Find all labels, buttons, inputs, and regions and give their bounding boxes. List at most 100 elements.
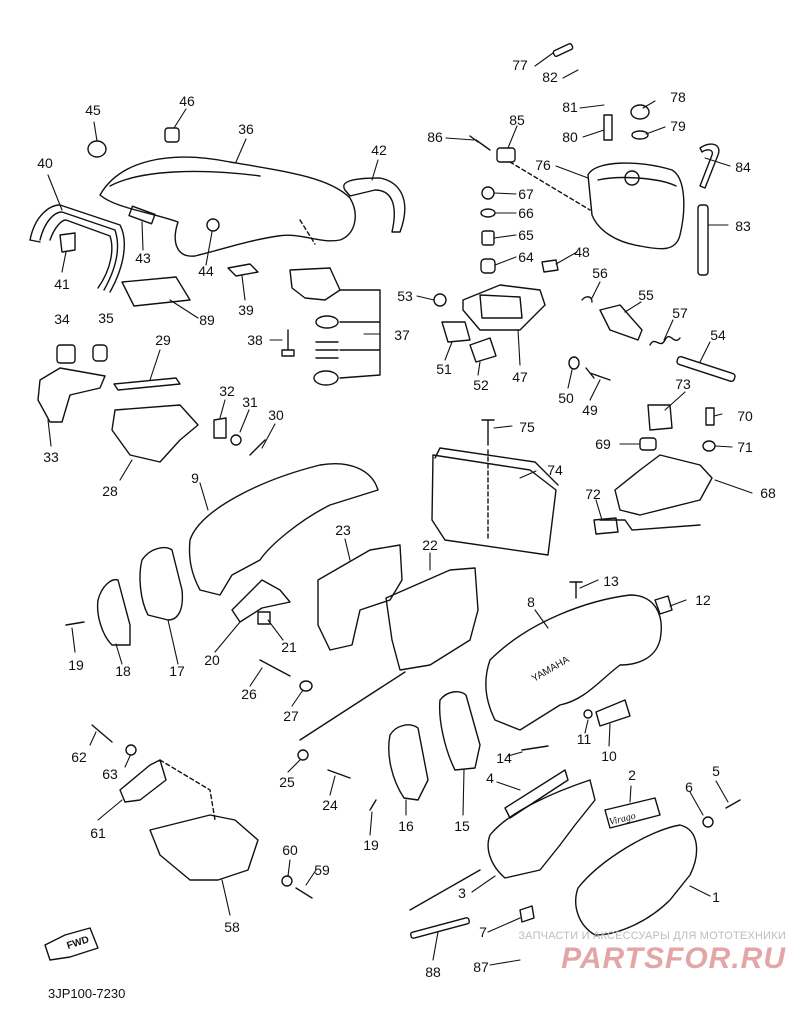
part-26-bolt [259,659,291,677]
callout-31: 31 [242,394,258,410]
callout-28: 28 [102,483,118,499]
callout-60: 60 [282,842,298,858]
callout-14: 14 [496,750,512,766]
callout-1: 1 [712,889,720,905]
part-47-bracket [462,284,546,331]
part-89-pad [121,276,191,307]
part-2-emblem: Virago [604,797,661,829]
callout-47: 47 [512,369,528,385]
callout-46: 46 [179,93,195,109]
leader-85-76 [509,161,591,211]
part-78-cap [630,104,650,120]
part-51-mount [441,321,471,343]
callout-18: 18 [115,663,131,679]
part-38-bolt [281,329,295,357]
callout-5: 5 [712,763,720,779]
part-39-plate [227,263,259,277]
callout-4: 4 [486,770,494,786]
callout-42: 42 [371,142,387,158]
part-77-pin [552,43,574,57]
callout-69: 69 [595,436,611,452]
callout-21: 21 [281,639,297,655]
part-4-emblem [504,769,569,819]
callout-37: 37 [394,327,410,343]
leader-lines [47,52,753,966]
callout-44: 44 [198,263,214,279]
part-88-rod [409,917,471,939]
part-15-cover [438,691,481,771]
callout-86: 86 [427,129,443,145]
callout-43: 43 [135,250,151,266]
part-83-hose [697,204,709,276]
callout-81: 81 [562,99,578,115]
part-40-grab-bar [29,204,125,293]
part-71-nut [702,440,716,452]
callout-15: 15 [454,818,470,834]
part-24-bolt [327,769,351,779]
part-50-washer [568,356,580,370]
part-19b-screw [369,799,377,811]
part-48-grommet [541,259,559,273]
part-53-nut [433,293,447,307]
part-37-bracket-assy [289,267,381,386]
watermark-tagline: ЗАПЧАСТИ И АКСЕССУАРЫ ДЛЯ МОТОТЕХНИКИ [518,930,786,942]
callout-17: 17 [169,663,185,679]
callout-6: 6 [685,779,693,795]
part-32-clip [213,417,227,439]
callout-2: 2 [628,767,636,783]
callout-61: 61 [90,825,106,841]
part-11-washer [583,709,593,719]
part-10-bracket [595,699,631,727]
part-62-bolt [91,724,113,743]
part-9-side-cover [188,463,379,596]
part-17-cover [139,547,184,621]
callout-32: 32 [219,383,235,399]
part-66-washer [480,208,496,218]
part-68-battery-bracket [599,454,713,531]
callout-12: 12 [695,592,711,608]
callout-72: 72 [585,486,601,502]
part-16-cover [388,724,429,801]
part-29-strip [113,377,181,391]
part-1-side-cover [575,824,698,936]
part-6-washer [702,816,714,828]
part-31-washer [230,434,242,446]
part-70-bolt [705,407,715,426]
part-76-reservoir-tank [587,162,685,250]
part-58-bracket [149,814,259,881]
part-18-plate [96,578,131,646]
callout-20: 20 [204,652,220,668]
part-61-bracket [119,759,167,803]
callout-33: 33 [43,449,59,465]
part-34-block [56,344,76,364]
callout-45: 45 [85,102,101,118]
part-64-grommet [480,258,496,274]
callout-80: 80 [562,129,578,145]
callout-68: 68 [760,485,776,501]
watermark-logo: PARTSFOR.RU [561,942,786,975]
leader-61-58 [159,759,216,821]
part-36-fender [99,156,356,257]
part-56-clip [581,296,593,303]
callout-75: 75 [519,419,535,435]
part-5-bolt [725,799,741,809]
callout-38: 38 [247,332,263,348]
part-67-cap [481,186,495,200]
callout-41: 41 [54,276,70,292]
callout-16: 16 [398,818,414,834]
callout-58: 58 [224,919,240,935]
callout-54: 54 [710,327,726,343]
callout-30: 30 [268,407,284,423]
callout-78: 78 [670,89,686,105]
part-35-grommet [92,344,108,362]
callout-65: 65 [518,227,534,243]
callout-10: 10 [601,748,617,764]
callout-24: 24 [322,797,338,813]
part-73-cover [647,404,673,431]
callout-67: 67 [518,186,534,202]
part-57-spring [649,335,681,346]
callout-51: 51 [436,361,452,377]
part-28-cover [111,404,199,463]
